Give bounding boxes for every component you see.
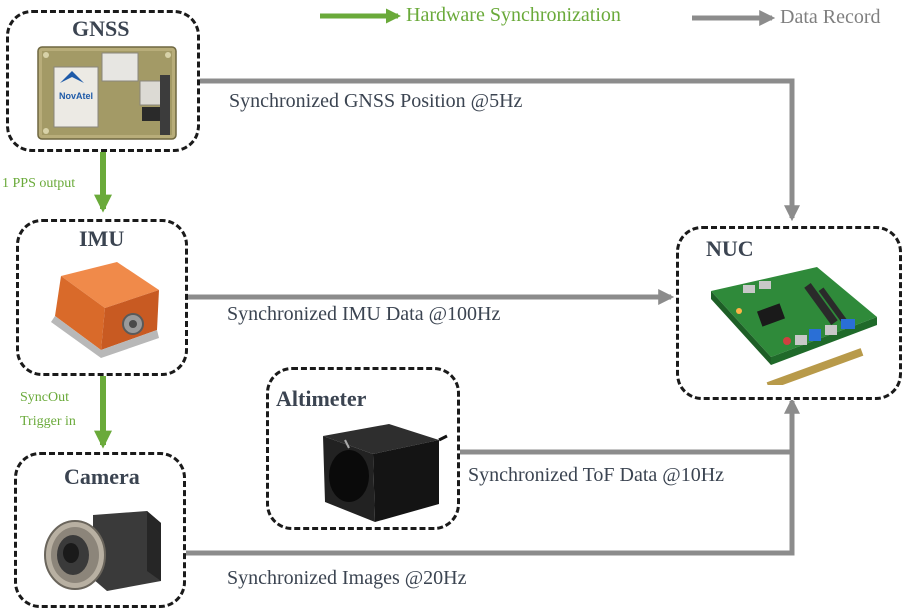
legend-hardware-sync: Hardware Synchronization <box>406 4 621 26</box>
gnss-data-arrow <box>200 78 801 222</box>
nuc-board-icon <box>711 267 877 385</box>
camera-title: Camera <box>64 464 140 489</box>
syncout-label: SyncOut <box>20 390 69 405</box>
camera-icon <box>44 511 161 591</box>
images-data-label: Synchronized Images @20Hz <box>227 567 467 589</box>
camera-node <box>14 452 186 608</box>
trigger-in-label: Trigger in <box>20 414 76 429</box>
nuc-node <box>676 226 902 400</box>
tof-data-label: Synchronized ToF Data @10Hz <box>468 464 725 486</box>
tof-data-arrow <box>460 397 801 455</box>
altimeter-node <box>266 367 460 530</box>
imu-sensor-icon <box>51 262 159 358</box>
gnss-node: NovAtel <box>6 10 200 152</box>
images-data-arrow <box>186 452 795 556</box>
gnss-title: GNSS <box>72 16 130 41</box>
imu-title: IMU <box>79 226 125 251</box>
altimeter-tof-sensor-icon <box>323 424 448 522</box>
gnss-brand-logo: NovAtel <box>59 91 93 101</box>
altimeter-title: Altimeter <box>276 386 367 411</box>
legend-data-record: Data Record <box>780 6 881 28</box>
pps-output-label: 1 PPS output <box>2 176 76 191</box>
imu-data-label: Synchronized IMU Data @100Hz <box>227 303 501 325</box>
gnss-receiver-icon: NovAtel <box>37 46 177 140</box>
nuc-title: NUC <box>706 236 754 261</box>
imu-node <box>16 219 188 376</box>
gnss-data-label: Synchronized GNSS Position @5Hz <box>229 90 523 112</box>
